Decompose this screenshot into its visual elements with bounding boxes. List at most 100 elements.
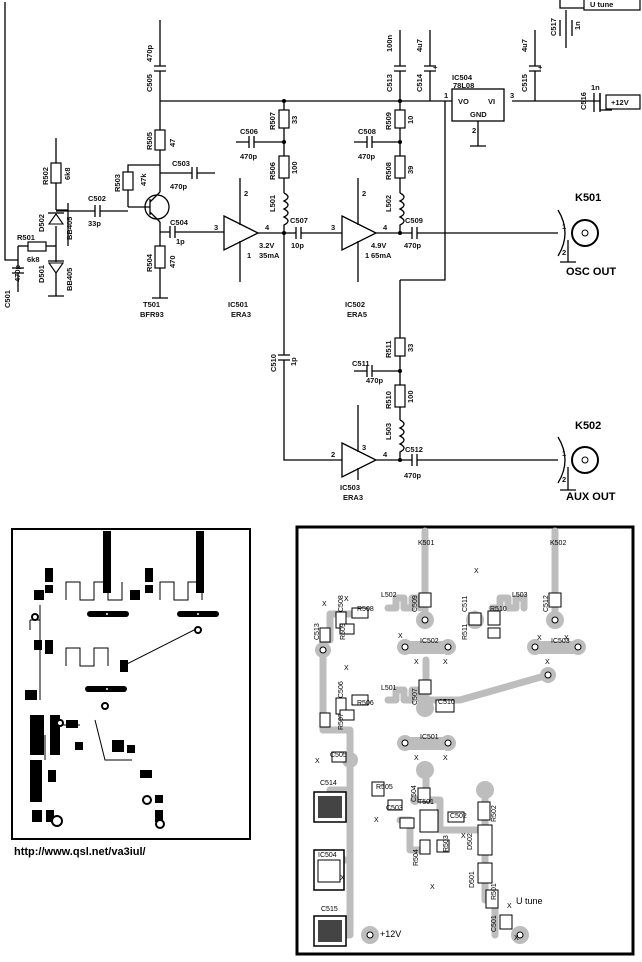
schematic-label: C515 (321, 906, 338, 913)
schematic-label: C513 (314, 623, 321, 640)
schematic-label: 1p (289, 357, 298, 366)
schematic-label: 10p (291, 241, 304, 250)
schematic-label: R509 (340, 623, 347, 640)
schematic-label: 100n (385, 34, 394, 52)
schematic-label: C501 (491, 915, 498, 932)
u-tune-line (4, 2, 18, 261)
schematic-label: 33 (406, 344, 415, 352)
schematic-label: L502 (381, 592, 397, 599)
schematic-label: 470p (240, 152, 258, 161)
schematic-label: GND (470, 110, 487, 119)
r506: R506 100 (268, 155, 299, 193)
schematic-label: + (538, 63, 543, 72)
schematic-label: R503 (113, 174, 122, 192)
schematic-label: IC504 (318, 852, 337, 859)
schematic-label: 470p (404, 241, 422, 250)
schematic-label: K502 (550, 540, 566, 547)
schematic-label: ERA3 (343, 493, 363, 502)
schematic-label: 470p (366, 376, 384, 385)
schematic-label: 2 (244, 189, 248, 198)
schematic-diagram: C505 470p R505 47 C503 470p T501 BFR93 (3, 0, 641, 503)
schematic-label: R501 (17, 233, 35, 242)
schematic-label: 2 (562, 248, 566, 257)
l501-inductor: L501 (268, 192, 289, 235)
r508: R508 39 (384, 155, 415, 193)
r505: R505 47 (145, 101, 177, 188)
schematic-label: 6k8 (27, 255, 40, 264)
schematic-label: X (443, 755, 448, 762)
schematic-label: IC501 (420, 734, 439, 741)
schematic-label: X (414, 755, 419, 762)
schematic-label: X (545, 659, 550, 666)
schematic-label: C507 (412, 688, 419, 705)
schematic-label: 3 (331, 223, 335, 232)
d502-varactor: D502 BB405 (37, 203, 74, 246)
r509: R509 10 (384, 99, 415, 156)
schematic-label: 6k8 (63, 167, 72, 180)
c515: + C515 4u7 (520, 30, 543, 101)
schematic-label: L502 (384, 195, 393, 212)
schematic-label: T501 (418, 799, 434, 806)
schematic-label: 470p (145, 44, 154, 62)
c504: C504 1p (160, 218, 224, 246)
schematic-label: 1 (365, 251, 369, 260)
top-u-tune-line (559, 0, 584, 9)
schematic-label: IC501 (228, 300, 248, 309)
schematic-label: 1p (176, 237, 185, 246)
schematic-label: 2 (472, 126, 476, 135)
schematic-label: IC503 (551, 638, 570, 645)
schematic-label: X (414, 659, 419, 666)
schematic-label: L503 (512, 592, 528, 599)
schematic-label: 2 (362, 189, 366, 198)
schematic-label: 10 (406, 116, 415, 124)
schematic-label: +12V (611, 98, 629, 107)
schematic-label: D502 (37, 214, 46, 232)
schematic-label: 4.9V (371, 241, 386, 250)
r507: R507 33 (268, 99, 299, 156)
pcb-copper-side-view (11, 528, 251, 840)
schematic-label: 1 (444, 91, 448, 100)
schematic-label: C512 (405, 445, 423, 454)
schematic-label: 2 (331, 450, 335, 459)
source-url: http://www.qsl.net/va3iul/ (14, 846, 146, 858)
schematic-label: R506 (268, 162, 277, 180)
schematic-label: R503 (443, 835, 450, 852)
schematic-label: C511 (462, 596, 469, 612)
schematic-label: 470p (170, 182, 188, 191)
c517: C517 1n (549, 10, 582, 48)
schematic-label: 39 (406, 166, 415, 174)
schematic-label: ERA3 (231, 310, 251, 319)
c509: C509 470p (400, 216, 558, 250)
schematic-label: C508 (338, 595, 345, 612)
ic504-regulator: VO VI GND IC504 78L08 1 3 2 (400, 73, 514, 281)
schematic-label: R504 (145, 253, 154, 272)
schematic-label: R502 (41, 167, 50, 185)
schematic-label: 4u7 (415, 39, 424, 52)
schematic-label: VI (488, 97, 495, 106)
schematic-label: R510 (384, 391, 393, 409)
schematic-label: C505 (145, 74, 154, 92)
schematic-label: IC502 (420, 638, 439, 645)
schematic-label: X (537, 635, 542, 642)
r511: R511 33 (384, 280, 415, 385)
schematic-label: X (474, 568, 479, 575)
schematic-label: C512 (543, 595, 550, 612)
schematic-label: X (461, 833, 466, 840)
schematic-label: R508 (384, 162, 393, 180)
schematic-label: R505 (376, 784, 393, 791)
schematic-label: 35mA (259, 251, 280, 260)
schematic-label: R507 (338, 713, 345, 730)
c516: C516 1n (579, 83, 601, 112)
schematic-label: C502 (450, 813, 467, 820)
c503: C503 470p (160, 159, 215, 191)
schematic-label: C510 (269, 354, 278, 372)
schematic-label: C509 (405, 216, 423, 225)
schematic-label: BB405 (65, 268, 74, 291)
schematic-label: C506 (240, 127, 258, 136)
schematic-label: K501 (575, 192, 601, 204)
schematic-label: C515 (520, 74, 529, 92)
schematic-label: R509 (384, 112, 393, 130)
r502: R502 6k8 (41, 138, 72, 210)
c514-part (313, 791, 347, 947)
schematic-label: 470 (168, 255, 177, 268)
